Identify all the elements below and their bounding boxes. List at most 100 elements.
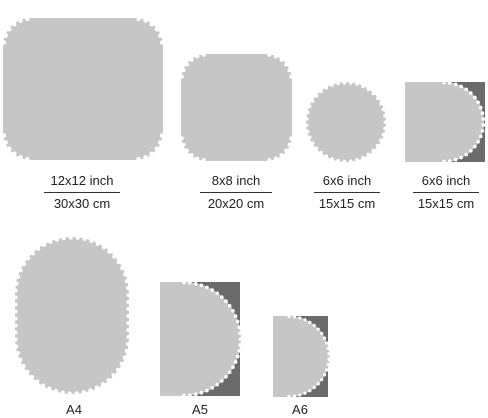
caption-a5: A5 xyxy=(192,402,208,417)
edge-perforation xyxy=(303,391,307,395)
edge-perforation xyxy=(237,325,242,330)
edge-perforation xyxy=(7,27,12,32)
edge-perforation xyxy=(112,254,117,259)
edge-perforation xyxy=(101,245,106,250)
edge-perforation xyxy=(287,314,291,319)
edge-perforation xyxy=(189,57,194,62)
edge-perforation xyxy=(120,266,125,271)
edge-perforation xyxy=(330,157,334,161)
edge-perforation xyxy=(61,236,66,241)
edge-perforation xyxy=(330,83,334,87)
edge-perforation xyxy=(188,281,192,285)
edge-perforation xyxy=(35,379,40,384)
edge-perforation xyxy=(184,148,189,153)
edge-perforation xyxy=(111,373,116,378)
edge-perforation xyxy=(371,148,376,153)
edge-perforation xyxy=(322,336,327,340)
edge-perforation xyxy=(267,158,272,163)
edge-perforation xyxy=(361,84,365,89)
edge-perforation xyxy=(18,18,23,23)
edge-perforation xyxy=(326,346,330,350)
caption-6x6-circle: 6x6 inch 15x15 cm xyxy=(314,173,380,212)
edge-perforation xyxy=(348,159,353,163)
edge-perforation xyxy=(179,74,184,79)
edge-perforation xyxy=(3,140,8,145)
edge-perforation xyxy=(67,391,72,396)
circle-card-icon xyxy=(304,80,388,164)
edge-perforation xyxy=(42,242,47,247)
edge-perforation xyxy=(307,104,312,109)
edge-perforation xyxy=(292,315,297,319)
edge-perforation xyxy=(448,81,452,85)
edge-perforation xyxy=(82,237,87,242)
edge-perforation xyxy=(22,262,27,267)
card-body xyxy=(3,18,163,160)
edge-perforation xyxy=(453,82,458,87)
edge-perforation xyxy=(355,82,359,86)
edge-perforation xyxy=(366,87,371,92)
edge-perforation xyxy=(366,152,371,157)
edge-perforation xyxy=(193,281,198,286)
edge-perforation xyxy=(115,367,120,372)
edge-perforation xyxy=(319,89,323,94)
edge-perforation xyxy=(233,360,238,364)
edge-perforation xyxy=(199,390,204,395)
edge-perforation xyxy=(119,361,124,366)
edge-perforation xyxy=(81,390,86,395)
edge-perforation xyxy=(54,237,59,242)
edge-perforation xyxy=(184,62,189,67)
edge-perforation xyxy=(25,369,30,374)
edge-perforation xyxy=(326,363,330,367)
edge-perforation xyxy=(13,302,18,307)
edge-perforation xyxy=(158,33,163,38)
edge-perforation xyxy=(361,155,365,160)
caption-12x12-cm: 30x30 cm xyxy=(53,196,111,211)
edge-perforation xyxy=(237,348,242,353)
folded-card-icon xyxy=(160,280,243,398)
edge-perforation xyxy=(149,151,154,156)
edge-perforation xyxy=(126,293,131,298)
edge-perforation xyxy=(13,288,18,293)
edge-perforation xyxy=(227,370,232,374)
edge-perforation xyxy=(215,382,219,387)
edge-perforation xyxy=(287,394,291,399)
edge-perforation xyxy=(219,379,224,383)
caption-6x6-folded: 6x6 inch 15x15 cm xyxy=(413,173,479,212)
edge-perforation xyxy=(143,155,148,160)
edge-perforation xyxy=(143,18,148,23)
edge-perforation xyxy=(126,335,131,339)
edge-perforation xyxy=(442,159,446,164)
folded-card-icon xyxy=(273,314,331,399)
edge-perforation xyxy=(95,241,100,246)
edge-perforation xyxy=(18,268,23,273)
edge-perforation xyxy=(238,331,242,335)
edge-perforation xyxy=(453,157,458,162)
edge-perforation xyxy=(13,337,18,342)
card-body xyxy=(181,54,292,161)
oval-card-icon xyxy=(13,235,131,396)
edge-perforation xyxy=(100,382,105,387)
edge-perforation xyxy=(379,138,383,143)
edge-perforation xyxy=(195,54,200,59)
caption-a4: A4 xyxy=(66,402,82,417)
edge-perforation xyxy=(13,295,18,300)
caption-6x6-circle-cm: 15x15 cm xyxy=(318,196,376,211)
edge-perforation xyxy=(307,135,312,140)
edge-perforation xyxy=(327,357,331,361)
edge-perforation xyxy=(158,140,163,145)
caption-6x6-folded-inch: 6x6 inch xyxy=(413,173,479,193)
edge-perforation xyxy=(273,156,278,161)
edge-perforation xyxy=(381,132,386,137)
edge-perforation xyxy=(267,52,272,57)
edge-perforation xyxy=(122,272,127,277)
edge-perforation xyxy=(94,385,99,390)
edge-perforation xyxy=(469,149,473,153)
edge-perforation xyxy=(195,156,200,161)
edge-perforation xyxy=(48,239,53,244)
edge-perforation xyxy=(305,129,310,134)
edge-perforation xyxy=(303,318,307,322)
edge-perforation xyxy=(459,155,463,160)
edge-perforation xyxy=(215,291,219,296)
edge-perforation xyxy=(371,91,376,96)
caption-12x12: 12x12 inch 30x30 cm xyxy=(44,173,120,212)
